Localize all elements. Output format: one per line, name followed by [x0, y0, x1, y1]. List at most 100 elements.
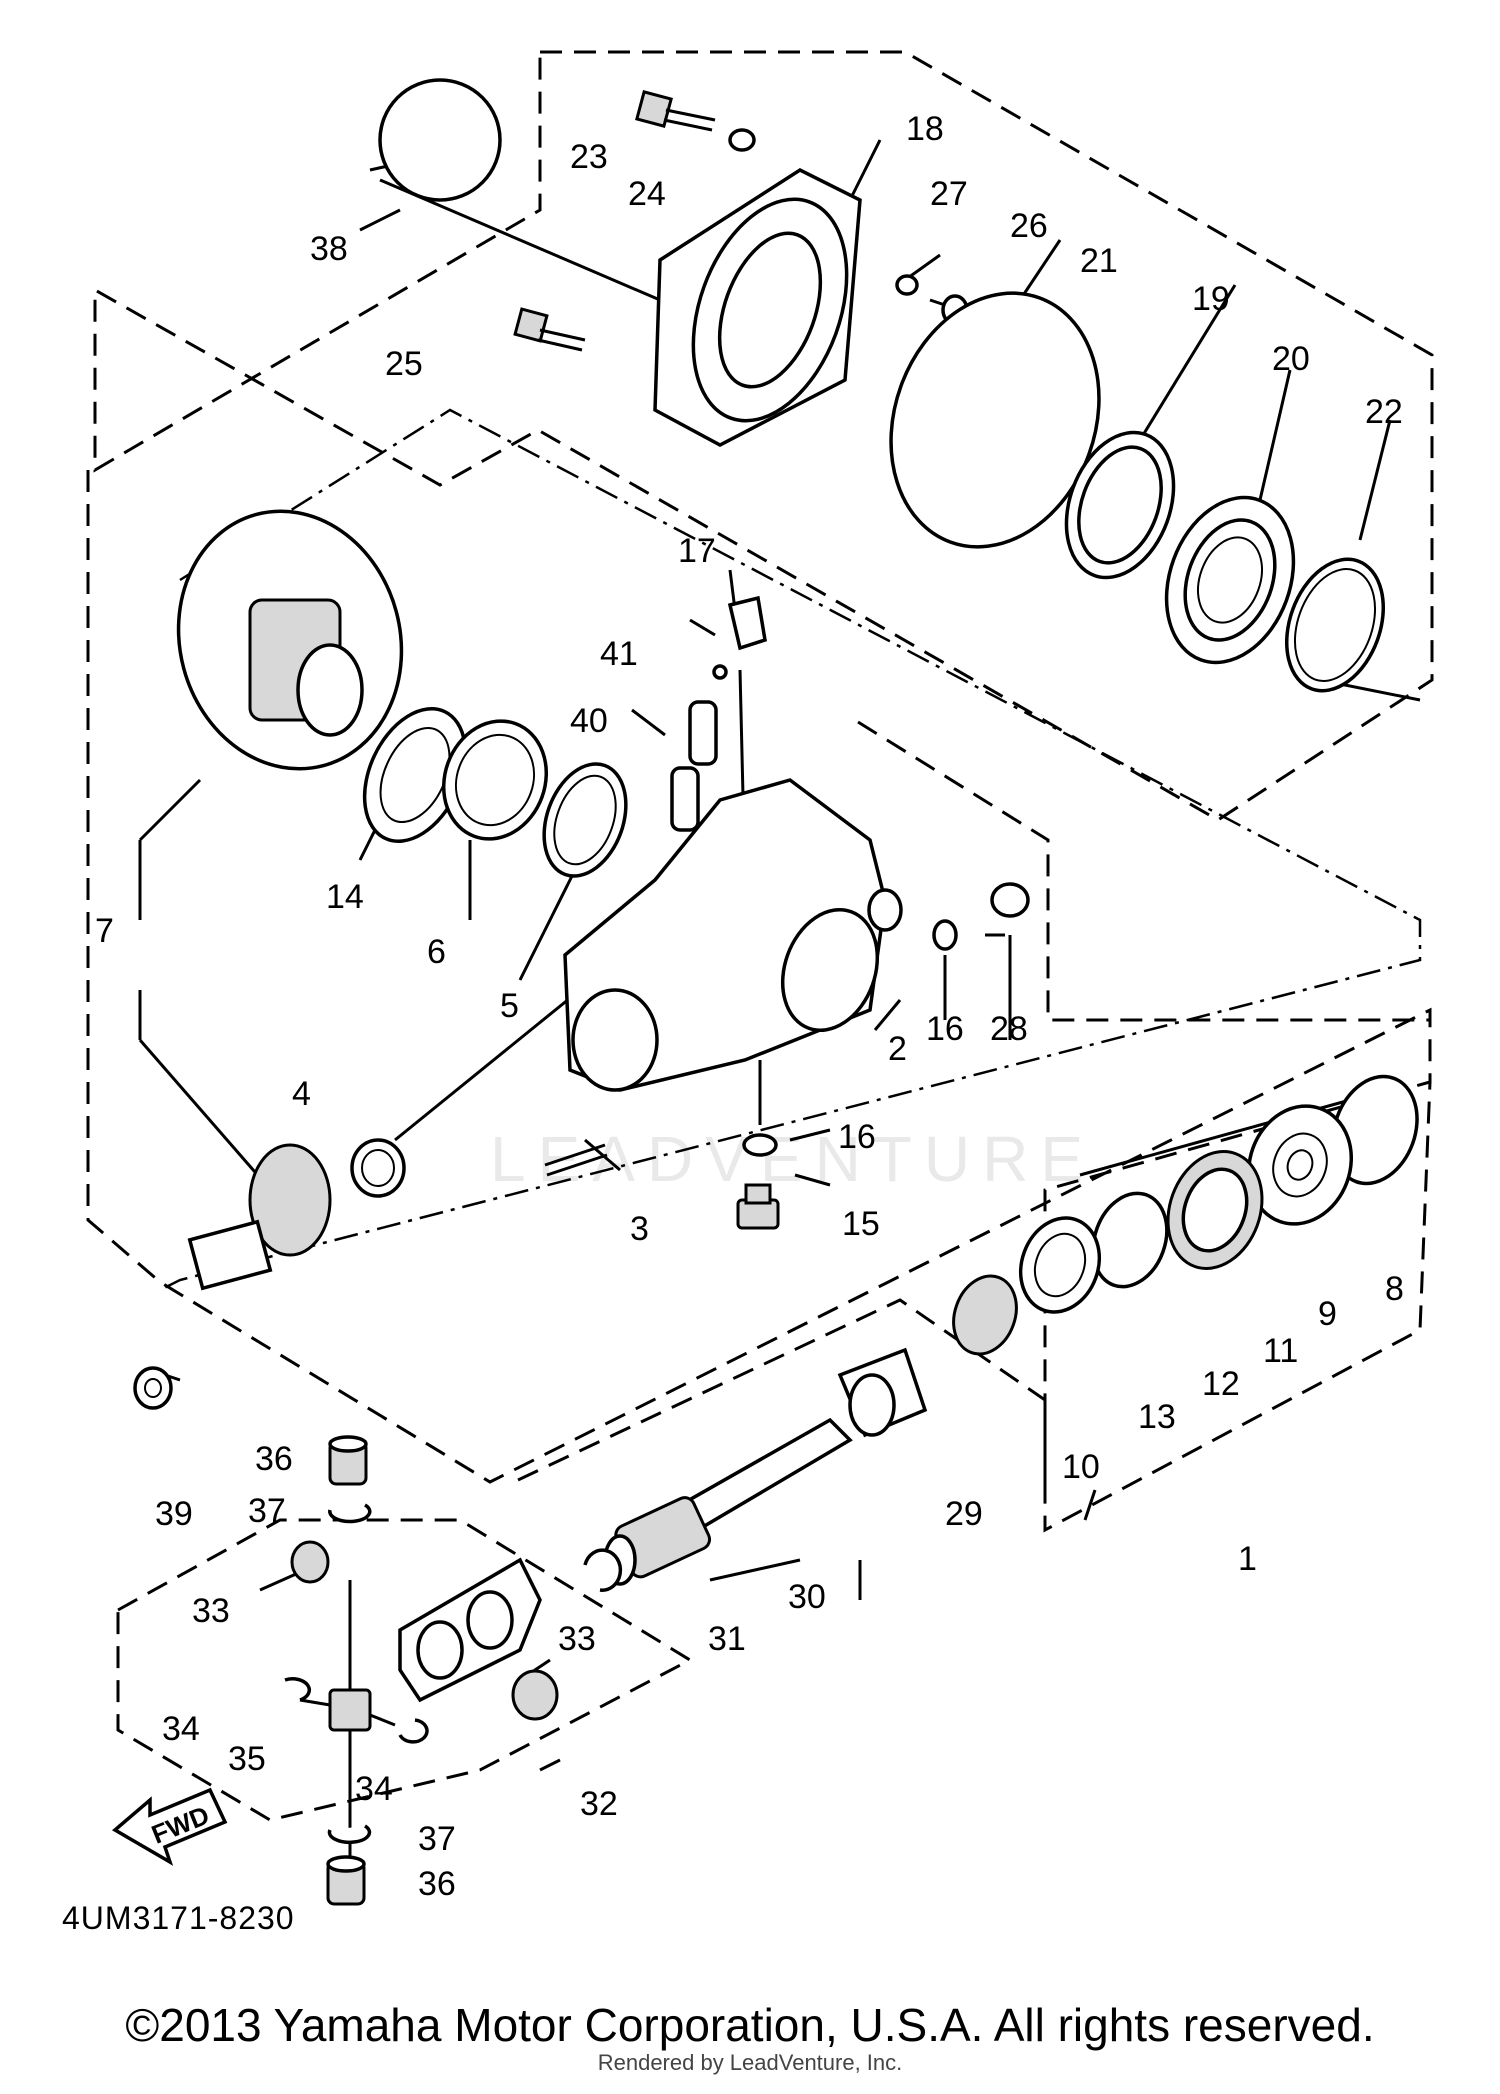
callout-8: 8 [1385, 1270, 1404, 1308]
part-34-circlip-right [398, 1718, 429, 1744]
callout-16-upper: 16 [926, 1010, 964, 1048]
callout-18: 18 [906, 110, 944, 148]
watermark: LEADVENTURE [490, 1123, 1095, 1195]
part-33-cap-right [511, 1669, 559, 1721]
callout-10: 10 [1062, 1448, 1100, 1486]
group-outline-bearing-set [159, 408, 1422, 1292]
part-2-housing [563, 778, 903, 1092]
group-outline-housing-right [857, 720, 1430, 1022]
group-outline-upper [93, 50, 1434, 822]
callout-24: 24 [628, 175, 666, 213]
part-27-washer [895, 274, 919, 296]
part-7-ring-gear [176, 509, 404, 771]
callout-34-left: 34 [162, 1710, 200, 1748]
part-code: 4UM3171-8230 [62, 1900, 295, 1936]
part-39-nut [133, 1366, 173, 1410]
callout-37-upper: 37 [248, 1492, 286, 1530]
part-38-o-ring [378, 78, 502, 202]
part-28-plug [985, 882, 1030, 937]
copyright-notice: ©2013 Yamaha Motor Corporation, U.S.A. A… [125, 1999, 1375, 2051]
callout-35: 35 [228, 1740, 266, 1778]
callout-30: 30 [788, 1578, 826, 1616]
callout-33-right: 33 [558, 1620, 596, 1658]
callout-22: 22 [1365, 393, 1403, 431]
callout-6: 6 [427, 933, 446, 971]
part-6-bearing [441, 719, 549, 841]
part-40-hose [670, 700, 718, 832]
group-outline-housing [86, 470, 1432, 1490]
part-24-washer [728, 128, 756, 152]
callout-27: 27 [930, 175, 968, 213]
part-33-cap-left [290, 1540, 330, 1584]
callout-15: 15 [842, 1205, 880, 1243]
callout-36-lower: 36 [418, 1865, 456, 1903]
part-10-collar [952, 1274, 1018, 1356]
callout-31: 31 [708, 1620, 746, 1658]
callout-34-right: 34 [355, 1770, 393, 1808]
callout-33-left: 33 [192, 1592, 230, 1630]
part-37-circlip-upper [328, 1503, 372, 1524]
callout-28: 28 [990, 1010, 1028, 1048]
callout-19: 19 [1192, 280, 1230, 318]
callout-39: 39 [155, 1495, 193, 1533]
part-8-o-ring [1331, 1074, 1419, 1186]
callout-29: 29 [945, 1495, 983, 1533]
part-13-seal [1018, 1216, 1102, 1314]
forward-arrow-icon: FWD [111, 1787, 228, 1866]
callout-37-lower: 37 [418, 1820, 456, 1858]
callout-13: 13 [1138, 1398, 1176, 1436]
callout-25: 25 [385, 345, 423, 383]
part-17-breather [727, 595, 767, 651]
callout-40: 40 [570, 702, 608, 740]
part-22-shim [1284, 557, 1386, 693]
callout-numbers: 1 2 3 4 5 6 7 8 9 10 11 12 13 14 15 16 1… [95, 110, 1404, 1903]
part-35-spider [299, 1688, 396, 1732]
callout-12: 12 [1202, 1365, 1240, 1403]
callout-38: 38 [310, 230, 348, 268]
callout-36-upper: 36 [255, 1440, 293, 1478]
part-23-bolt [635, 90, 716, 132]
callout-14: 14 [326, 878, 364, 916]
part-37-circlip-lower [327, 1824, 372, 1845]
part-pinion-gear [187, 1143, 332, 1291]
group-outline-shaft [517, 1081, 1432, 1533]
callout-11: 11 [1263, 1332, 1298, 1370]
group-outline-joint [116, 1518, 694, 1822]
part-15-plug [736, 1183, 780, 1230]
part-32-yoke [398, 1557, 542, 1703]
part-29-bearing [837, 1347, 928, 1438]
callout-16-lower: 16 [838, 1118, 876, 1156]
part-16-washer-upper [932, 919, 958, 951]
part-34-circlip-left [284, 1677, 311, 1702]
part-19-seal [1064, 430, 1176, 580]
part-21-o-ring [889, 291, 1101, 549]
callout-1: 1 [1238, 1540, 1257, 1578]
part-11-nut [1166, 1150, 1264, 1270]
callout-17: 17 [678, 532, 716, 570]
callout-41: 41 [600, 635, 638, 673]
callout-4: 4 [292, 1075, 311, 1113]
callout-2: 2 [888, 1030, 907, 1068]
part-30-drive-shaft [603, 1417, 853, 1586]
part-18-cover [653, 167, 862, 447]
part-41-clip [712, 664, 728, 680]
part-36-cap-upper [328, 1435, 368, 1486]
callout-3: 3 [630, 1210, 649, 1248]
callout-23: 23 [570, 138, 608, 176]
part-36-cap-lower [326, 1855, 366, 1906]
callout-21: 21 [1080, 242, 1118, 280]
part-5-seal [542, 762, 628, 878]
callout-26: 26 [1010, 207, 1048, 245]
callout-9: 9 [1318, 1295, 1337, 1333]
callout-7: 7 [95, 912, 114, 950]
part-20-bearing [1164, 495, 1296, 665]
part-31-circlip [583, 1548, 623, 1592]
part-3-stud [544, 1143, 608, 1177]
part-25-bolt [513, 307, 586, 352]
part-16-washer-lower [742, 1133, 778, 1157]
exploded-parts-diagram: FWD 1 2 3 4 5 6 7 8 9 10 11 12 13 14 15 … [86, 50, 1434, 1906]
part-4-bushing [350, 1138, 406, 1198]
callout-32: 32 [580, 1785, 618, 1823]
callout-20: 20 [1272, 340, 1310, 378]
part-9-bearing [1246, 1104, 1354, 1226]
